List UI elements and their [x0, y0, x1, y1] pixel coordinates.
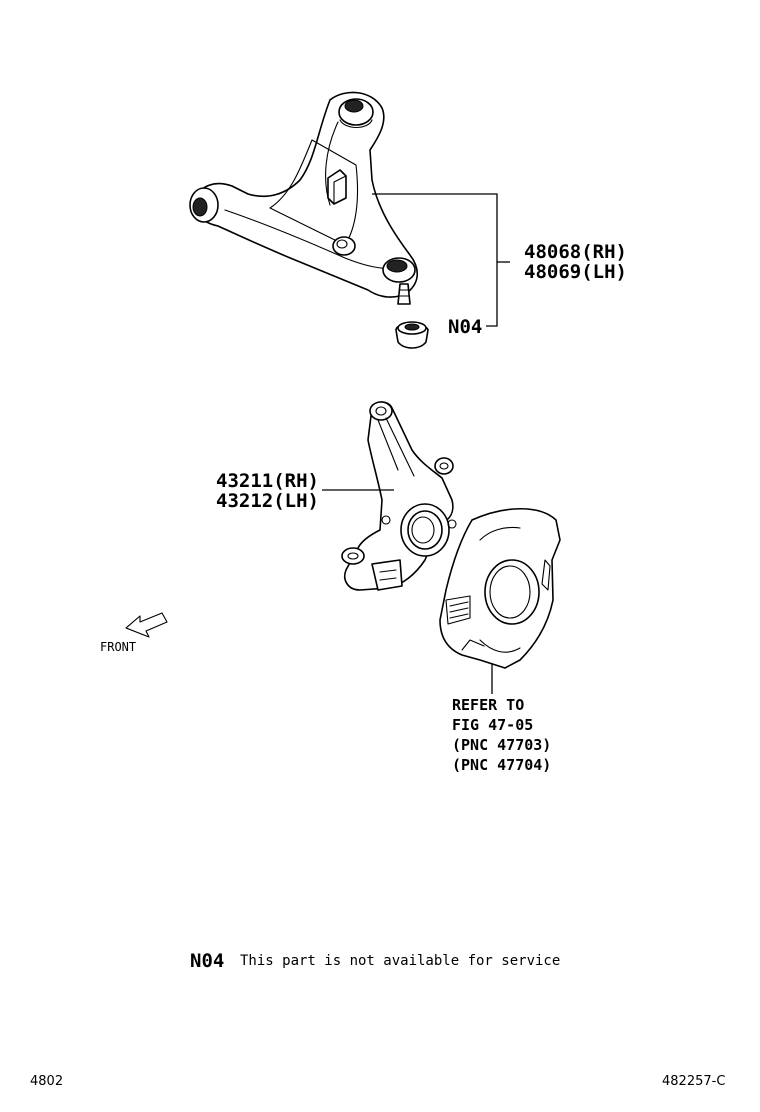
refer-note-line3[interactable]: (PNC 47703): [452, 736, 552, 754]
footer-right: 482257-C: [662, 1074, 726, 1089]
front-arrow-icon: [125, 612, 168, 638]
refer-note-line4[interactable]: (PNC 47704): [452, 756, 552, 774]
control-arm-pn-rh[interactable]: 48068(RH): [524, 241, 627, 263]
control-arm-leaders: [372, 193, 510, 327]
legend-code: N04: [190, 950, 225, 972]
front-label: FRONT: [100, 640, 137, 654]
dust-cover[interactable]: [439, 507, 561, 669]
lower-control-arm[interactable]: [189, 91, 419, 305]
footer-left: 4802: [30, 1074, 64, 1089]
control-arm-pn-lh[interactable]: 48069(LH): [524, 261, 627, 283]
knuckle-pn-lh[interactable]: 43212(LH): [216, 490, 319, 512]
knuckle-pn-rh[interactable]: 43211(RH): [216, 470, 319, 492]
legend-text: This part is not available for service: [240, 953, 561, 969]
ball-joint-boot-code[interactable]: N04: [448, 316, 483, 338]
refer-note-line2[interactable]: FIG 47-05: [452, 716, 534, 734]
refer-note-line1: REFER TO: [452, 696, 525, 714]
steering-knuckle[interactable]: [341, 401, 457, 591]
ball-joint-boot[interactable]: [395, 321, 429, 349]
